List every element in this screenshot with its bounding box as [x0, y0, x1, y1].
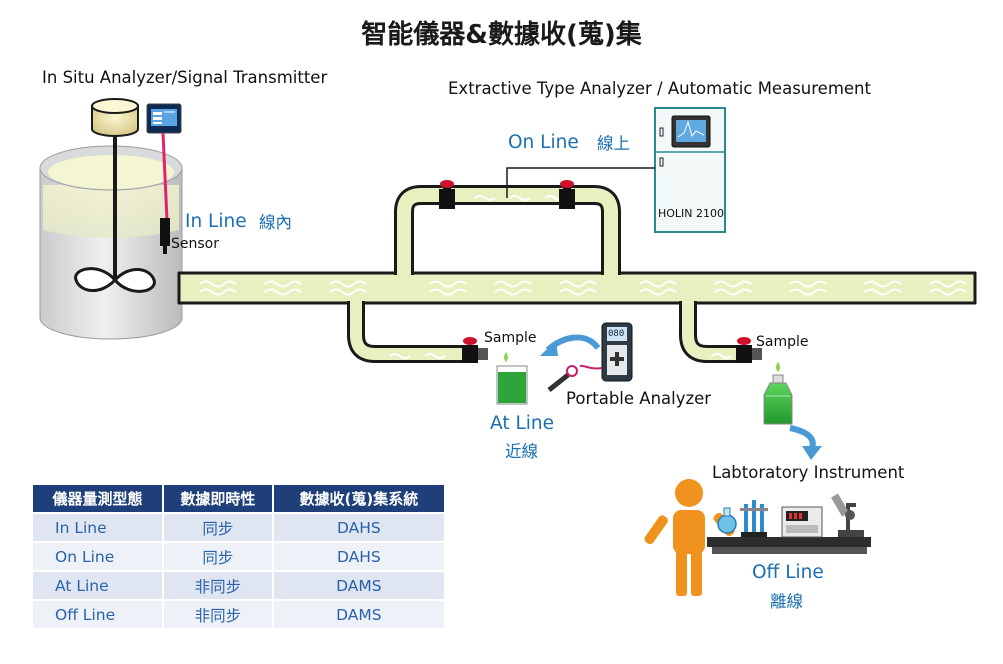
table-cell: DAHS [273, 543, 444, 570]
meter-display: 080 [608, 329, 625, 339]
header-data-timeliness: 數據即時性 [164, 485, 272, 512]
sample-label-off-line: Sample [756, 334, 809, 350]
lab-arrow [789, 425, 816, 450]
table-cell: 同步 [164, 514, 272, 541]
lab-meter [781, 506, 823, 538]
valve-online-left [439, 180, 455, 209]
valve-at-line [462, 337, 488, 363]
table-cell: 非同步 [164, 572, 272, 599]
at-line-beaker [496, 365, 528, 405]
table-cell: Off Line [33, 601, 163, 628]
table-cell: 非同步 [164, 601, 272, 628]
sample-drop-off-line [776, 362, 780, 372]
table-cell: DAMS [273, 572, 444, 599]
table-cell: At Line [33, 572, 163, 599]
on-line-label-zh: 線上 [597, 134, 630, 153]
lab-glassware [717, 500, 768, 537]
sample-drop-at-line [504, 352, 508, 362]
lab-bench [707, 537, 871, 554]
table-header-row: 儀器量測型態 數據即時性 數據收(蒐)集系統 [33, 485, 444, 512]
portable-probe [547, 365, 578, 392]
off-line-bottle [763, 374, 793, 425]
extractive-analyzer-cabinet [654, 107, 726, 233]
lab-instrument-label: Labtoratory Instrument [712, 463, 905, 482]
measurement-type-table: 儀器量測型態 數據即時性 數據收(蒐)集系統 In Line 同步 DAHS O… [31, 483, 446, 630]
sensor-label: Sensor [171, 236, 219, 252]
at-line-label-zh: 近線 [505, 442, 538, 461]
portable-analyzer-label: Portable Analyzer [566, 389, 712, 408]
holin-model-label: HOLIN 2100 [658, 207, 725, 220]
header-data-collection-system: 數據收(蒐)集系統 [273, 485, 444, 512]
table-row: On Line 同步 DAHS [33, 543, 444, 570]
off-line-label-zh: 離線 [770, 592, 803, 611]
table-cell: 同步 [164, 543, 272, 570]
valve-online-right [559, 180, 575, 209]
lab-arrow-head [802, 446, 822, 460]
table-row: Off Line 非同步 DAMS [33, 601, 444, 628]
diagram-title: 智能儀器&數據收(蒐)集 [361, 20, 642, 50]
agitator [74, 132, 156, 293]
table-cell: In Line [33, 514, 163, 541]
sample-label-at-line: Sample [484, 330, 537, 346]
in-line-label-zh: 線內 [259, 213, 292, 232]
in-line-sensor [160, 218, 170, 254]
on-line-label-en: On Line [508, 132, 579, 153]
header-measurement-type: 儀器量測型態 [33, 485, 163, 512]
table-cell: On Line [33, 543, 163, 570]
flow-marks [199, 195, 967, 359]
portable-meter [579, 322, 633, 382]
pipe-network [177, 185, 977, 363]
valve-off-line [736, 337, 762, 363]
table-cell: DAHS [273, 514, 444, 541]
tank [39, 145, 183, 340]
table-row: At Line 非同步 DAMS [33, 572, 444, 599]
portable-arrow-head [540, 340, 558, 356]
extractive-label: Extractive Type Analyzer / Automatic Mea… [448, 79, 871, 98]
motor-cap [91, 98, 139, 137]
in-line-label-en: In Line [185, 211, 247, 232]
microscope [831, 493, 864, 537]
in-situ-label: In Situ Analyzer/Signal Transmitter [42, 68, 328, 87]
table-row: In Line 同步 DAHS [33, 514, 444, 541]
signal-transmitter [146, 103, 182, 221]
at-line-label-en: At Line [490, 413, 555, 434]
off-line-label-en: Off Line [752, 562, 824, 583]
online-tap-line [506, 167, 655, 198]
table-cell: DAMS [273, 601, 444, 628]
